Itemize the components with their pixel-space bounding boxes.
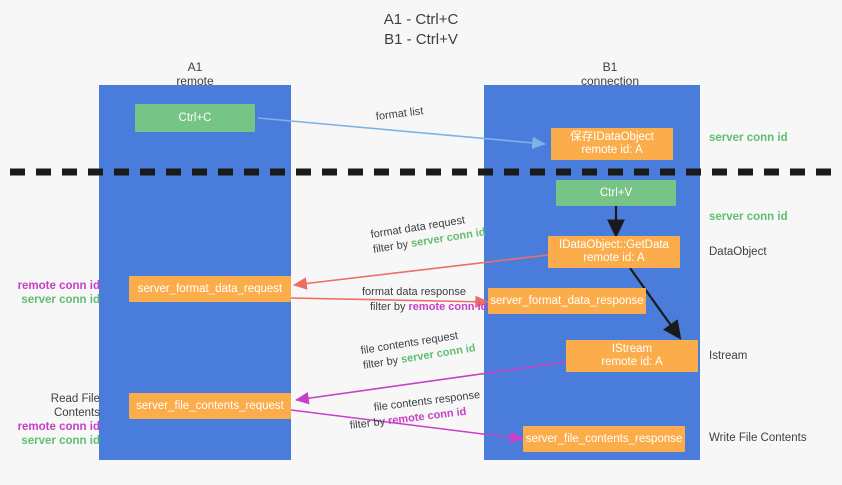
note-group-format-conn-ids: remote conn id server conn id xyxy=(8,279,100,307)
note-server-conn-id-left-1: server conn id xyxy=(21,294,100,306)
filter-prefix-2: filter by xyxy=(370,301,409,313)
node-server-file-contents-response[interactable]: server_file_contents_response xyxy=(523,426,685,452)
title-line-1: A1 - Ctrl+C xyxy=(383,11,459,28)
edge-label-format-data-request: format data request filter by server con… xyxy=(370,210,487,257)
edge-label-format-data-response: format data response filter by remote co… xyxy=(362,285,487,315)
note-read-file-contents: Read File Contents xyxy=(50,393,100,419)
note-istream: Istream xyxy=(709,350,748,362)
title-line-2: B1 - Ctrl+V xyxy=(384,31,458,48)
node-server-format-data-response-label: server_format_data_response xyxy=(490,294,644,307)
node-server-format-data-request[interactable]: server_format_data_request xyxy=(129,276,291,302)
edge-label-format-data-response-text: format data response xyxy=(362,286,466,298)
edge-label-format-list: format list xyxy=(375,104,424,125)
column-header-b1: B1 connection xyxy=(545,60,675,88)
node-ctrl-c-label: Ctrl+C xyxy=(178,111,212,124)
note-server-conn-id-2: server conn id xyxy=(709,211,788,223)
node-server-format-data-request-label: server_format_data_request xyxy=(137,282,283,295)
node-save-idataobject-line2: remote id: A xyxy=(581,144,643,156)
node-server-file-contents-request[interactable]: server_file_contents_request xyxy=(129,393,291,419)
node-server-format-data-response[interactable]: server_format_data_response xyxy=(488,288,646,314)
node-ctrl-v[interactable]: Ctrl+V xyxy=(556,180,676,206)
filter-value-2: remote conn id xyxy=(408,301,488,313)
column-header-a1: A1 remote xyxy=(130,60,260,88)
column-b1-sub: connection xyxy=(580,74,640,88)
node-save-idataobject-line1: 保存IDataObject xyxy=(570,131,654,143)
edge-label-file-contents-response: file contents response filter by remote … xyxy=(347,388,483,434)
note-write-file-contents: Write File Contents xyxy=(709,432,807,444)
edge-label-file-contents-request: file contents request filter by server c… xyxy=(360,326,477,373)
node-istream-line1: IStream xyxy=(611,343,653,355)
node-ctrl-v-label: Ctrl+V xyxy=(599,186,633,199)
note-group-file-contents: Read File Contents remote conn id server… xyxy=(5,392,100,448)
node-ctrl-c[interactable]: Ctrl+C xyxy=(135,104,255,132)
note-remote-conn-id-1: remote conn id xyxy=(17,280,100,292)
column-a1-name: A1 xyxy=(187,60,203,74)
note-server-conn-id-1: server conn id xyxy=(709,132,788,144)
note-dataobject: DataObject xyxy=(709,246,767,258)
page-title: A1 - Ctrl+C B1 - Ctrl+V xyxy=(0,10,842,50)
node-istream-line2: remote id: A xyxy=(601,356,663,368)
note-remote-conn-id-2: remote conn id xyxy=(17,421,100,433)
node-istream[interactable]: IStream remote id: A xyxy=(566,340,698,372)
node-server-file-contents-response-label: server_file_contents_response xyxy=(525,432,683,445)
filter-prefix-4: filter by xyxy=(349,415,389,432)
node-save-idataobject[interactable]: 保存IDataObject remote id: A xyxy=(551,128,673,160)
edge-label-format-data-response-filter: filter by remote conn id xyxy=(362,300,487,315)
column-a1-sub: remote xyxy=(176,74,214,88)
edge-label-format-list-text: format list xyxy=(375,105,425,123)
column-b1-name: B1 xyxy=(602,60,618,74)
node-idataobject-getdata[interactable]: IDataObject::GetData remote id: A xyxy=(548,236,680,268)
node-getdata-line1: IDataObject::GetData xyxy=(559,239,669,251)
note-server-conn-id-left-2: server conn id xyxy=(21,435,100,447)
node-server-file-contents-request-label: server_file_contents_request xyxy=(136,399,284,412)
node-getdata-line2: remote id: A xyxy=(583,252,645,264)
